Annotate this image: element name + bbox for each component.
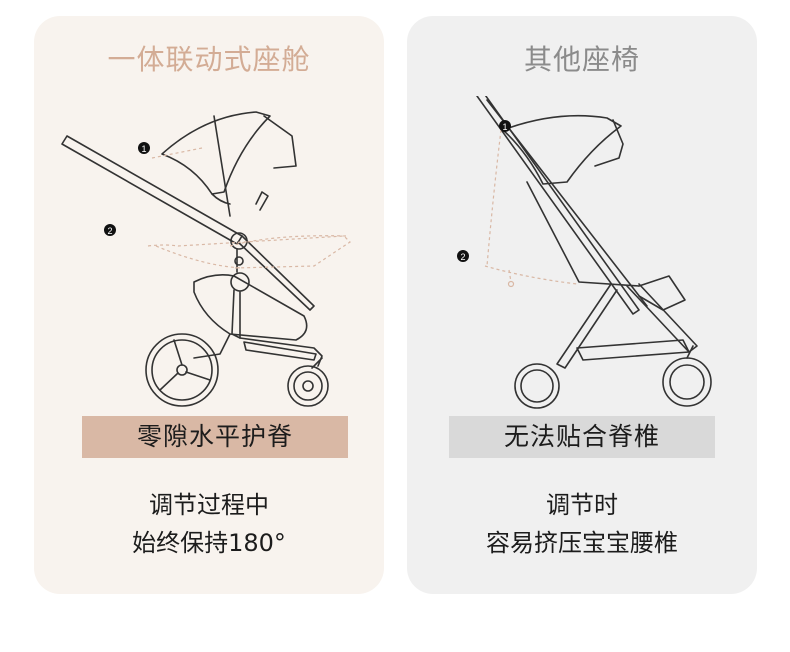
right-desc-line-2: 容易挤压宝宝腰椎 — [486, 529, 678, 557]
right-comparison-panel: 其他座椅 — [407, 16, 757, 594]
left-panel-title: 一体联动式座舱 — [107, 43, 311, 76]
svg-text:1: 1 — [502, 122, 507, 132]
svg-text:1: 1 — [141, 144, 146, 154]
svg-text:2: 2 — [107, 226, 112, 236]
left-feature-banner: 零隙水平护脊 — [82, 416, 348, 458]
right-panel-title: 其他座椅 — [523, 43, 640, 76]
svg-text:2: 2 — [460, 252, 465, 262]
right-marker-1: 1 — [499, 120, 511, 132]
left-desc-line-1: 调节过程中 — [149, 491, 269, 519]
left-marker-1: 1 — [138, 142, 150, 154]
other-seat-stroller-illustration: 1 2 — [457, 96, 712, 409]
left-comparison-panel: 一体联动式座舱 — [34, 16, 384, 594]
right-description: 调节时 容易挤压宝宝腰椎 — [407, 486, 757, 562]
right-feature-banner: 无法贴合脊椎 — [449, 416, 715, 458]
left-description: 调节过程中 始终保持180° — [34, 486, 384, 562]
right-marker-2: 2 — [457, 250, 469, 262]
right-desc-line-1: 调节时 — [546, 491, 618, 519]
left-marker-2: 2 — [104, 224, 116, 236]
left-desc-line-2: 始终保持180° — [132, 529, 286, 557]
integrated-seat-stroller-illustration: 1 2 — [61, 111, 351, 407]
